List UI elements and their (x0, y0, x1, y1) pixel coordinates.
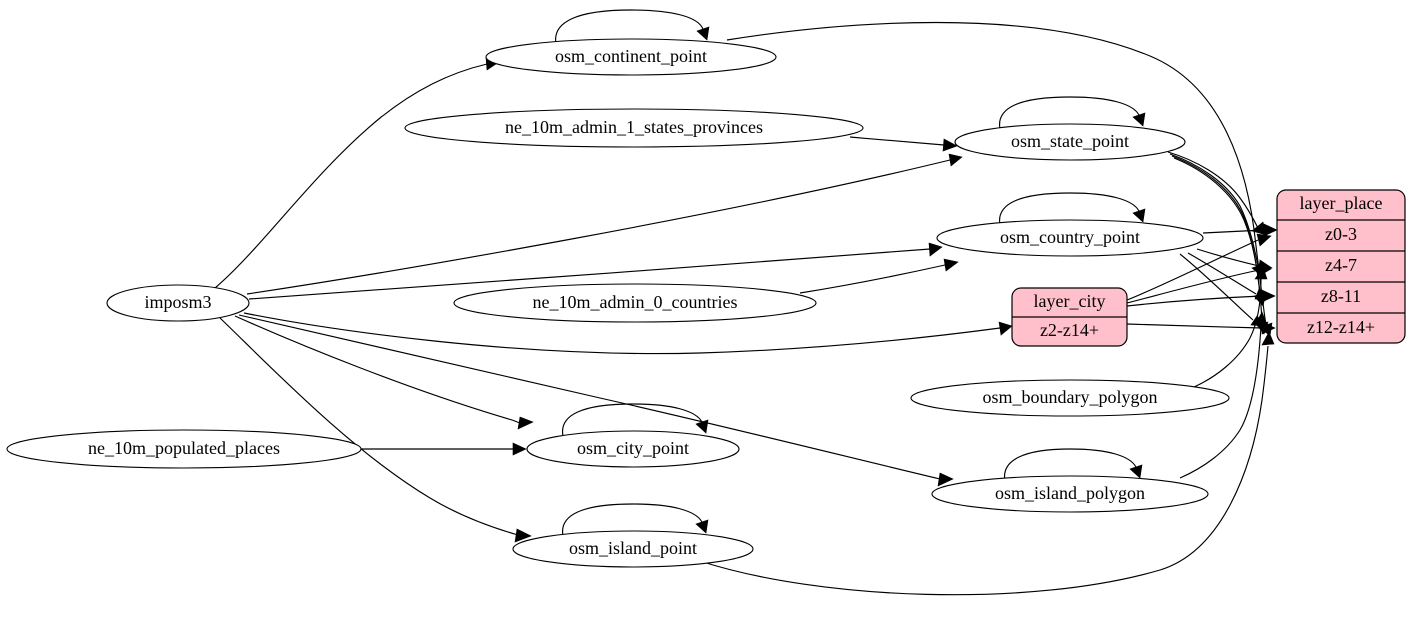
record-row-layer_city_header[interactable]: layer_city (1034, 291, 1106, 311)
edge-self-loop-osm_state_point (999, 96, 1146, 130)
node-imposm3[interactable]: imposm3 (106, 284, 250, 322)
node-label-ne_10m_admin_1_states_provinces: ne_10m_admin_1_states_provinces (505, 117, 763, 137)
node-ne_10m_admin_0_countries[interactable]: ne_10m_admin_0_countries (453, 283, 817, 323)
edge-layer (214, 9, 1278, 596)
edge-self-loop-osm_country_point (999, 192, 1146, 226)
node-osm_island_point[interactable]: osm_island_point (512, 530, 754, 568)
edge-osm_boundary_polygon-to-layer_place_z4_7 (1193, 266, 1268, 388)
node-label-osm_country_point: osm_country_point (1000, 227, 1140, 247)
edge-self-loop-osm_continent_point (555, 9, 710, 45)
node-label-osm_boundary_polygon: osm_boundary_polygon (983, 387, 1158, 407)
edge-osm_state_point-to-layer_place_z0_3 (1167, 151, 1267, 236)
edge-osm_continent_point-to-layer_place_z12_14 (726, 21, 1273, 337)
node-label-ne_10m_admin_0_countries: ne_10m_admin_0_countries (533, 292, 738, 312)
node-osm_island_polygon[interactable]: osm_island_polygon (931, 475, 1209, 513)
record-layer_place[interactable]: layer_place z0-3 z4-7 z8-11 z12-z14+ (1276, 189, 1406, 344)
record-row-layer_place_z0_3[interactable]: z0-3 (1325, 224, 1357, 244)
edge-ne_10m_admin_0_countries-to-osm_country_point (799, 258, 959, 294)
node-label-ne_10m_populated_places: ne_10m_populated_places (88, 438, 280, 458)
node-osm_city_point[interactable]: osm_city_point (526, 430, 740, 468)
node-osm_continent_point[interactable]: osm_continent_point (485, 38, 777, 76)
node-label-osm_city_point: osm_city_point (577, 438, 689, 458)
edge-layer_city-to-layer_place_z8_11 (1126, 289, 1276, 307)
edge-osm_country_point-to-layer_place_z0_3 (1202, 223, 1278, 237)
node-label-osm_island_point: osm_island_point (569, 538, 697, 558)
edge-self-loop-osm_city_point (562, 403, 709, 437)
node-osm_state_point[interactable]: osm_state_point (954, 123, 1186, 161)
edge-ne_10m_admin_1_states_provinces-to-osm_state_point (849, 136, 958, 152)
edge-osm_island_point-to-layer_place_z12_14 (699, 331, 1275, 596)
edge-imposm3-to-osm_continent_point (214, 57, 500, 289)
node-ne_10m_populated_places[interactable]: ne_10m_populated_places (6, 429, 362, 469)
edge-imposm3-to-osm_state_point (246, 153, 963, 295)
edge-osm_island_polygon-to-layer_place_z8_11 (1179, 311, 1268, 479)
record-row-layer_place_z12_14[interactable]: z12-z14+ (1307, 317, 1375, 337)
record-row-layer_city_z2[interactable]: z2-z14+ (1040, 320, 1099, 340)
edge-self-loop-osm_island_polygon (1004, 448, 1143, 482)
record-row-layer_place_z4_7[interactable]: z4-7 (1325, 255, 1357, 275)
node-label-imposm3: imposm3 (144, 292, 211, 312)
edge-layer_city-to-layer_place_z0_3 (1126, 233, 1272, 301)
edge-imposm3-to-osm_city_point (234, 315, 534, 430)
node-osm_country_point[interactable]: osm_country_point (936, 219, 1204, 257)
node-label-osm_state_point: osm_state_point (1011, 131, 1129, 151)
node-label-osm_island_polygon: osm_island_polygon (995, 483, 1145, 503)
edge-imposm3-to-layer_city_z2 (243, 312, 1013, 355)
record-row-layer_place_header[interactable]: layer_place (1300, 193, 1383, 213)
edge-imposm3-to-osm_island_polygon (238, 314, 954, 487)
edge-self-loop-osm_island_point (562, 503, 709, 537)
node-label-osm_continent_point: osm_continent_point (555, 46, 707, 66)
edge-imposm3-to-osm_country_point (248, 242, 943, 300)
node-layer: imposm3 osm_continent_point ne_10m_admin… (6, 38, 1406, 568)
record-layer_city[interactable]: layer_city z2-z14+ (1011, 287, 1128, 347)
record-row-layer_place_z8_11[interactable]: z8-11 (1321, 286, 1361, 306)
node-osm_boundary_polygon[interactable]: osm_boundary_polygon (910, 379, 1230, 417)
node-ne_10m_admin_1_states_provinces[interactable]: ne_10m_admin_1_states_provinces (404, 108, 864, 148)
edge-imposm3-to-osm_island_point (219, 317, 532, 543)
edge-ne_10m_populated_places-to-osm_city_point (361, 442, 527, 456)
